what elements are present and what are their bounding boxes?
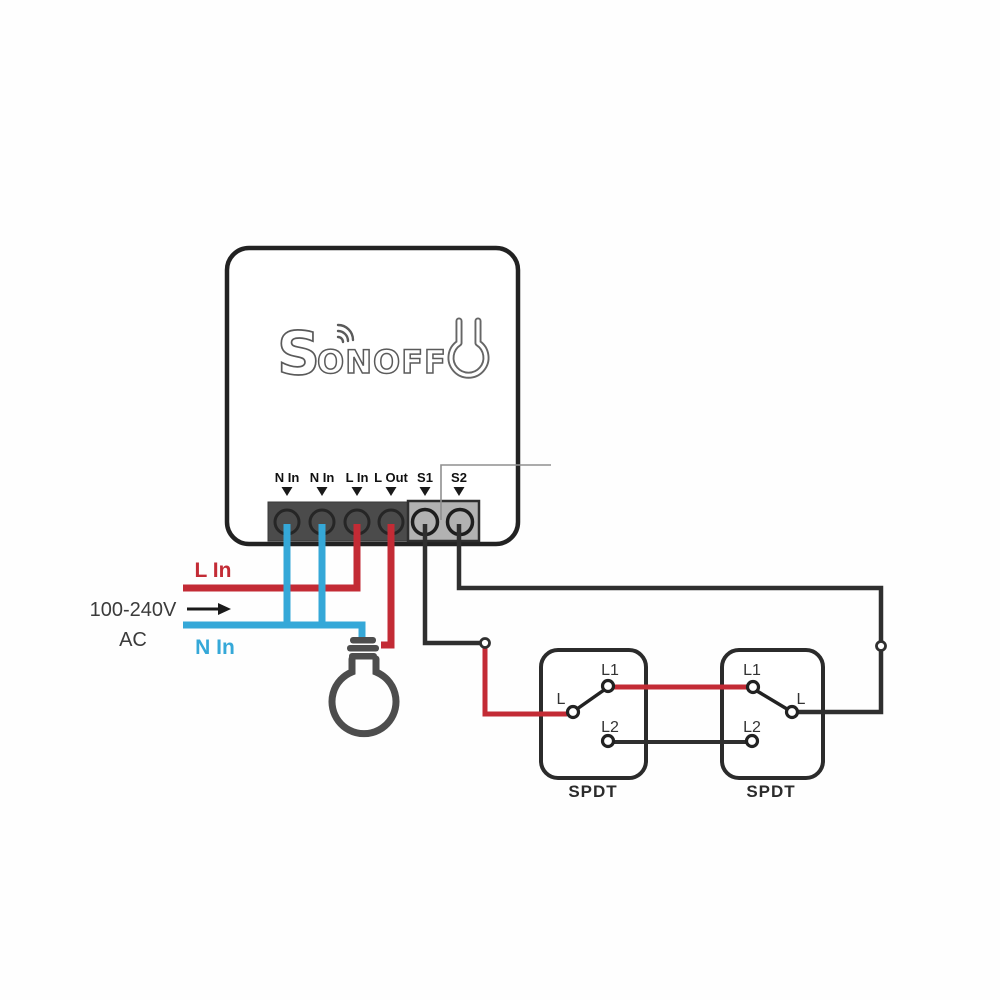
wire-neutral-bus [183, 621, 366, 640]
device-outline [224, 245, 521, 547]
switch2-l2-label: L2 [743, 719, 761, 736]
terminal-label-n-in-1: N In [274, 470, 300, 485]
junction-node-1 [479, 637, 491, 649]
terminal-label-l-out: L Out [374, 470, 408, 485]
arrow-down-icon [351, 487, 363, 496]
switch1-l1-contact [600, 678, 616, 694]
terminal-block [267, 464, 551, 543]
wifi-icon [336, 323, 355, 344]
switch2-l2-contact [744, 733, 760, 749]
switch1-l2-contact [600, 733, 616, 749]
arrow-down-icon [419, 487, 431, 496]
sonoff-logo: S ONOFF [276, 318, 447, 390]
switch2-lever [755, 689, 789, 711]
wire-live-to-bulb [381, 524, 395, 649]
smart-switch-device: S ONOFF [224, 245, 551, 547]
ac-label: AC [119, 629, 147, 651]
switch2-l-contact [784, 704, 800, 720]
terminal-label-l-in: L In [345, 470, 369, 485]
arrow-down-icon [281, 487, 293, 496]
switch2-l1-contact [745, 679, 761, 695]
switch1-l2-label: L2 [601, 719, 619, 736]
junction-node-2 [875, 640, 887, 652]
switch1-lever [575, 688, 606, 711]
live-in-label: L In [194, 559, 232, 582]
wire-s1 [422, 524, 480, 646]
switch2-l-label: L [796, 691, 806, 708]
arrow-down-icon [453, 487, 465, 496]
spdt-switch-1-contacts [565, 678, 616, 749]
terminal-label-n-in-2: N In [309, 470, 335, 485]
arrow-down-icon [316, 487, 328, 496]
arrow-down-icon [385, 487, 397, 496]
wire-node-to-switch1 [482, 648, 567, 717]
terminal-label-s2: S2 [451, 470, 467, 485]
callout-line [440, 464, 551, 520]
logo-rest: ONOFF [317, 343, 447, 381]
switch1-l-contact [565, 704, 581, 720]
voltage-label: 100-240V [89, 599, 177, 621]
spdt-switch-2-contacts [744, 679, 800, 749]
switch2-l1-label: L1 [743, 662, 761, 679]
switch2-caption: SPDT [746, 782, 796, 801]
switch1-l1-label: L1 [601, 662, 619, 679]
touch-button-icon [447, 317, 490, 379]
switch1-l-label: L [556, 691, 566, 708]
neutral-in-label: N In [195, 636, 235, 659]
light-bulb-icon [328, 637, 400, 738]
switch1-caption: SPDT [568, 782, 618, 801]
wire-live-supply [183, 524, 361, 592]
terminal-label-s1: S1 [417, 470, 433, 485]
wiring [183, 524, 887, 744]
supply-arrow-icon [187, 603, 231, 615]
terminal-arrows [281, 487, 465, 496]
logo-initial: S [277, 319, 320, 389]
wire-s2 [456, 524, 884, 715]
